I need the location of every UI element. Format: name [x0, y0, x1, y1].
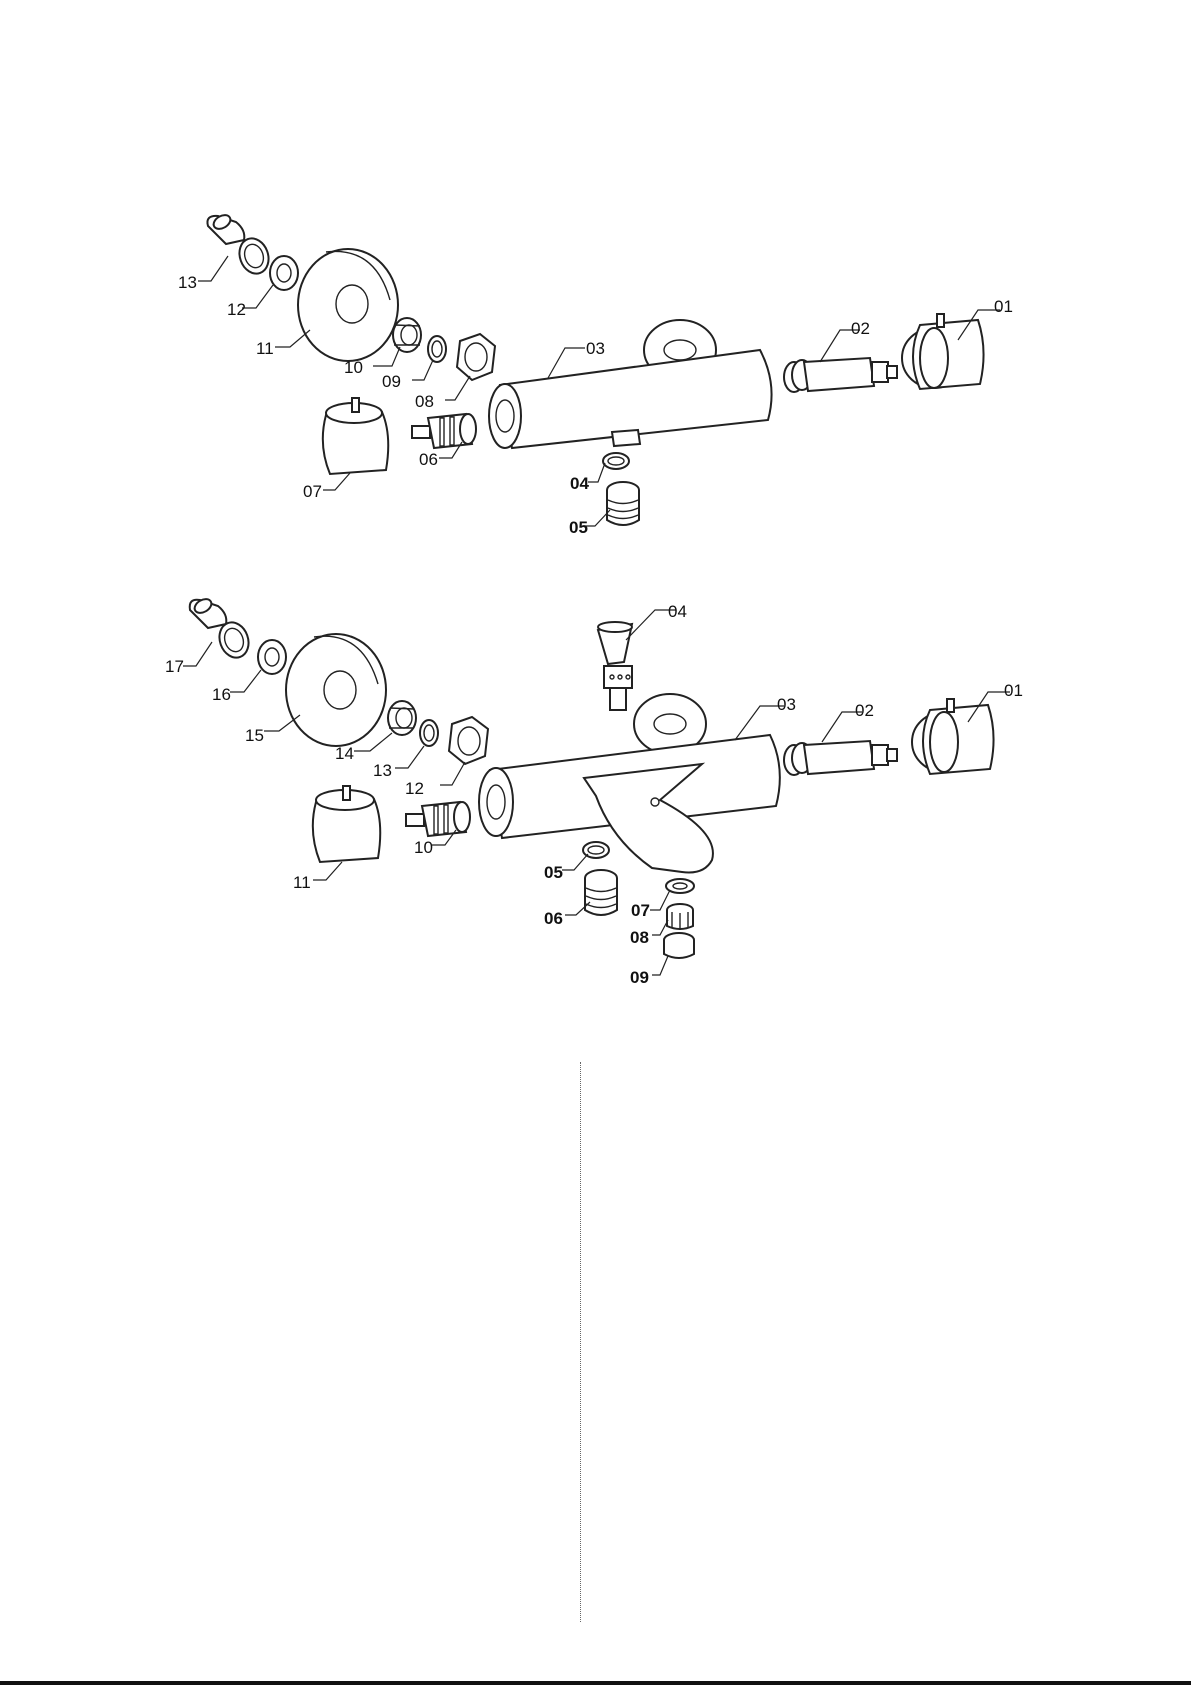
label-05b: 05 — [544, 863, 563, 882]
label-01: 01 — [994, 297, 1013, 316]
label-04b: 04 — [668, 602, 687, 621]
part-06-fitting — [585, 870, 617, 915]
part-02-cartridge — [784, 741, 897, 775]
label-12b: 12 — [405, 779, 424, 798]
label-07b: 07 — [631, 901, 650, 920]
label-09: 09 — [382, 372, 401, 391]
label-09b: 09 — [630, 968, 649, 987]
part-17-elbow — [190, 596, 254, 661]
label-11b: 11 — [293, 873, 311, 892]
part-10-fitting — [393, 318, 421, 352]
part-11-handle — [313, 786, 380, 862]
label-08: 08 — [415, 392, 434, 411]
part-09-housing — [664, 933, 694, 958]
diagram-bottom: 17 16 15 14 13 12 11 10 09 08 07 06 05 0… — [165, 596, 1023, 987]
part-01-handle — [912, 699, 994, 774]
part-13-oring — [420, 720, 438, 746]
label-16: 16 — [212, 685, 231, 704]
part-04-oring — [603, 453, 629, 469]
part-05-fitting — [607, 482, 639, 525]
part-07-handle — [323, 398, 388, 474]
part-09-oring — [428, 336, 446, 362]
part-02-cartridge — [784, 358, 897, 392]
label-13: 13 — [178, 273, 197, 292]
label-11: 11 — [256, 339, 274, 358]
part-15-flange — [286, 634, 386, 746]
label-05: 05 — [569, 518, 588, 537]
part-11-flange — [298, 249, 398, 361]
label-06: 06 — [419, 450, 438, 469]
part-06-cartridge — [412, 414, 476, 448]
part-01-handle — [902, 314, 984, 389]
label-02b: 02 — [855, 701, 874, 720]
label-08b: 08 — [630, 928, 649, 947]
label-14: 14 — [335, 744, 354, 763]
label-01b: 01 — [1004, 681, 1023, 700]
part-08-nut — [457, 334, 495, 380]
label-13b: 13 — [373, 761, 392, 780]
label-02: 02 — [851, 319, 870, 338]
label-12: 12 — [227, 300, 246, 319]
part-10-cartridge — [406, 802, 470, 836]
part-04-diverter — [598, 622, 632, 710]
label-10b: 10 — [414, 838, 433, 857]
column-divider — [580, 1062, 581, 1622]
part-12-washer — [270, 256, 298, 290]
label-07: 07 — [303, 482, 322, 501]
label-17: 17 — [165, 657, 184, 676]
part-14-fitting — [388, 701, 416, 735]
label-03b: 03 — [777, 695, 796, 714]
part-13-elbow — [207, 212, 273, 277]
part-12-nut — [449, 717, 488, 764]
label-15: 15 — [245, 726, 264, 745]
part-08-aerator — [667, 904, 693, 930]
label-04: 04 — [570, 474, 589, 493]
part-16-washer — [258, 640, 286, 674]
label-06b: 06 — [544, 909, 563, 928]
page-bottom-rule — [0, 1681, 1191, 1685]
part-03-body — [489, 320, 772, 448]
label-10: 10 — [344, 358, 363, 377]
label-03: 03 — [586, 339, 605, 358]
diagram-top: 13 12 11 10 09 08 07 06 05 04 03 02 01 — [178, 212, 1013, 537]
part-03-body — [479, 694, 780, 873]
